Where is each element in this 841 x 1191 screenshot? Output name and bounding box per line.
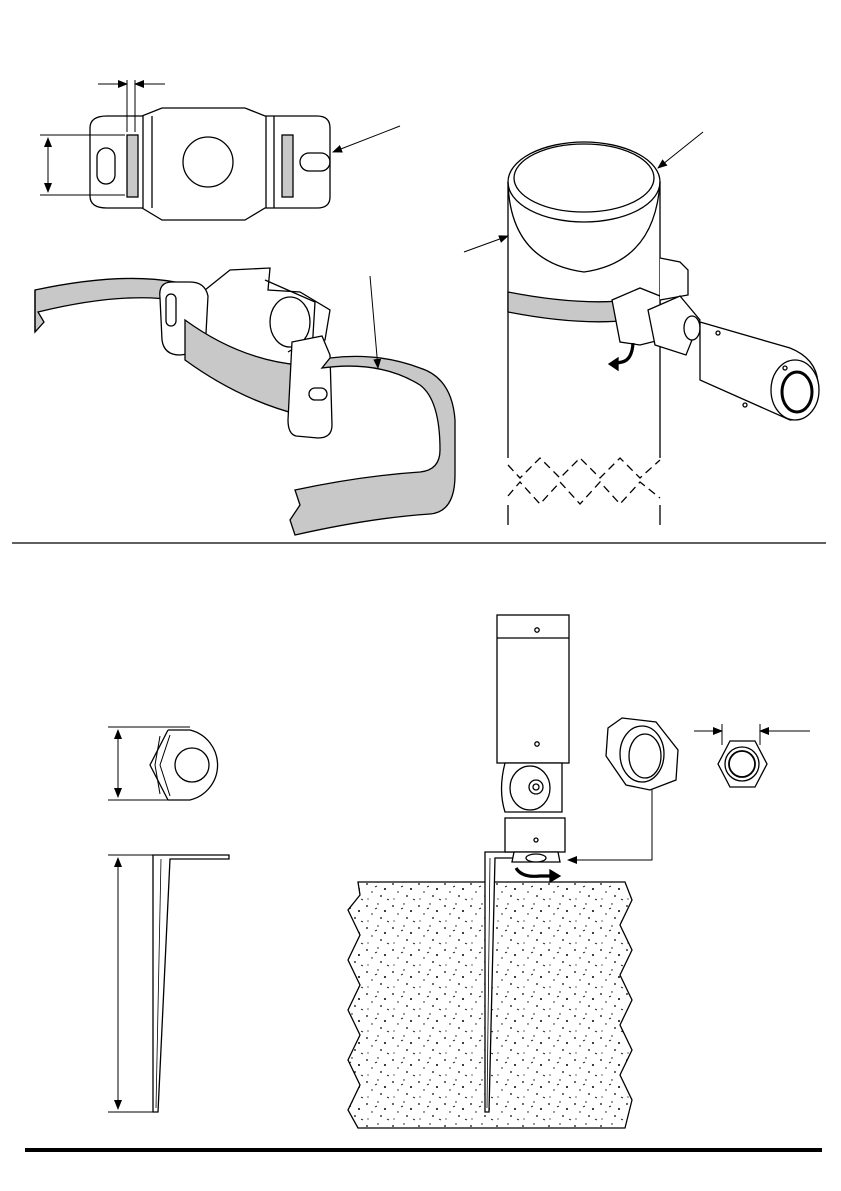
leader-bracket bbox=[333, 126, 400, 152]
center-hole bbox=[183, 137, 233, 187]
leader-pole-side bbox=[464, 236, 508, 252]
strap-band-left bbox=[35, 278, 175, 332]
mounting-slot-left bbox=[97, 148, 115, 184]
bracket-flat-view bbox=[40, 80, 400, 220]
spike-installed-view bbox=[348, 615, 652, 1128]
light-tube bbox=[497, 615, 569, 763]
strap-slot-right bbox=[282, 135, 293, 197]
leader-strap bbox=[370, 276, 378, 368]
light-lens bbox=[782, 372, 812, 412]
pole-break-upper bbox=[508, 458, 660, 478]
spike-top-view bbox=[108, 727, 218, 800]
leader-pole-top bbox=[658, 132, 703, 168]
pole-strap bbox=[508, 292, 630, 322]
bracket-with-strap-view bbox=[35, 268, 455, 535]
pole-top-cap bbox=[508, 142, 660, 222]
pole-break-lower bbox=[508, 482, 660, 504]
bracket-ear-right bbox=[288, 336, 332, 438]
leader-nut bbox=[568, 788, 652, 860]
light-base bbox=[505, 818, 565, 852]
lock-nut-detail bbox=[606, 718, 810, 790]
bracket-plate-outline bbox=[90, 108, 330, 220]
strap-slot-left bbox=[127, 135, 138, 197]
tighten-arrow bbox=[516, 868, 552, 876]
mounting-slot-right bbox=[300, 153, 330, 171]
pole-mounted-light-view bbox=[464, 132, 819, 525]
spike-side-view bbox=[108, 855, 229, 1112]
